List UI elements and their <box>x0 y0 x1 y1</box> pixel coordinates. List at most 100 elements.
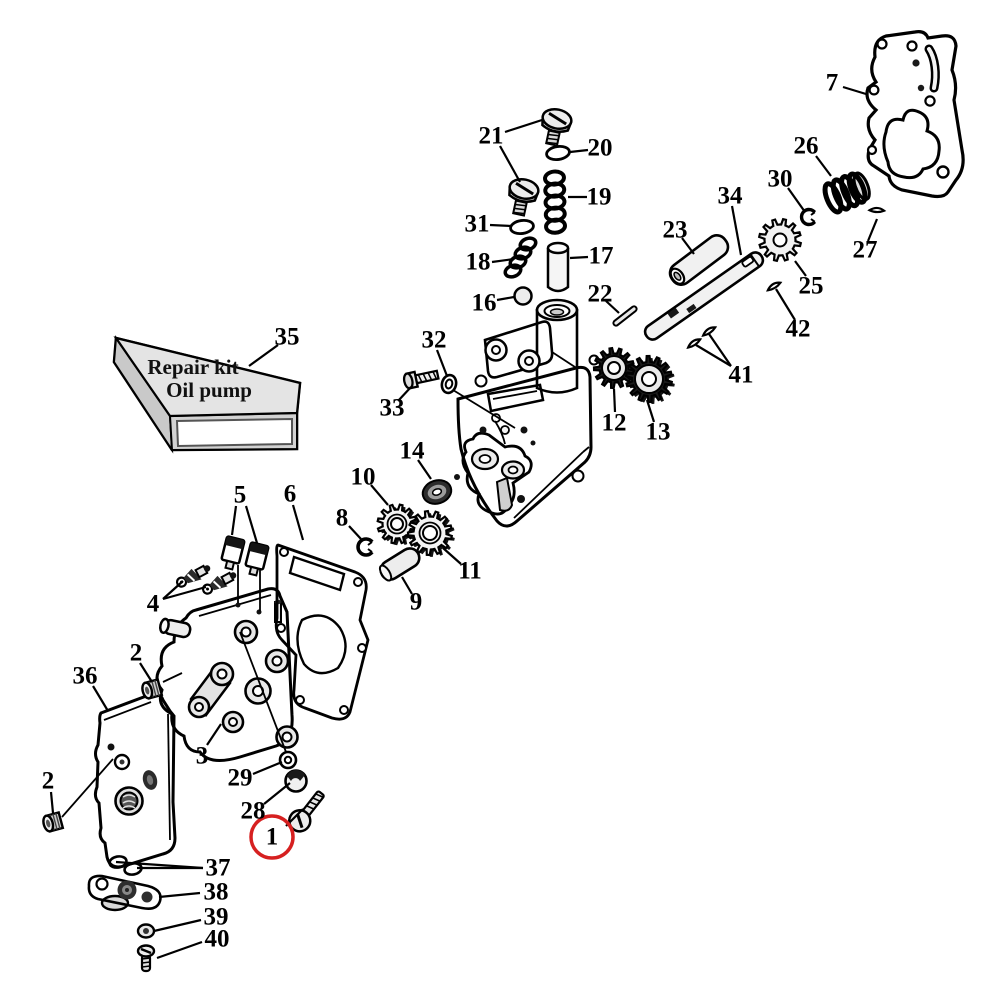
part-40-screw <box>136 944 156 973</box>
part-27-key <box>867 206 887 214</box>
part-label-14[interactable]: 14 <box>400 438 426 465</box>
part-19-spring <box>543 169 567 235</box>
leader-line-36 <box>92 685 109 712</box>
part-label-32[interactable]: 32 <box>422 327 447 354</box>
leader-line-32 <box>435 349 449 377</box>
leader-line-16 <box>496 295 515 302</box>
part-label-6[interactable]: 6 <box>284 481 297 508</box>
part-16-ball <box>513 286 533 306</box>
part-label-29[interactable]: 29 <box>228 765 253 792</box>
part-label-39[interactable]: 39 <box>204 904 229 931</box>
leader-line-38 <box>158 891 201 899</box>
part-label-25[interactable]: 25 <box>799 273 824 300</box>
part-label-19[interactable]: 19 <box>587 184 612 211</box>
leader-line-31 <box>489 223 512 228</box>
leader-line-41 <box>708 333 732 367</box>
part-label-36[interactable]: 36 <box>73 663 98 690</box>
leader-line-21 <box>504 118 543 134</box>
part-17-plunger <box>546 241 570 293</box>
part-label-23[interactable]: 23 <box>663 217 688 244</box>
leader-line-40 <box>156 940 203 960</box>
part-label-34[interactable]: 34 <box>718 183 744 210</box>
part-label-31[interactable]: 31 <box>465 211 490 238</box>
part-label-2[interactable]: 2 <box>130 640 143 667</box>
part-label-16[interactable]: 16 <box>472 290 497 317</box>
leader-line-21 <box>499 145 521 183</box>
part-label-41[interactable]: 41 <box>729 362 754 389</box>
part-label-8[interactable]: 8 <box>336 505 349 532</box>
part-label-33[interactable]: 33 <box>380 395 405 422</box>
part-13-gear <box>624 354 675 404</box>
leader-line-12 <box>612 388 617 413</box>
leader-line-17 <box>569 255 589 260</box>
part-label-35[interactable]: 35 <box>275 324 300 351</box>
part-7-gasket <box>865 30 965 199</box>
leader-line-9 <box>401 576 413 595</box>
part-label-26[interactable]: 26 <box>794 133 819 160</box>
leader-line-28 <box>263 782 291 805</box>
part-label-27[interactable]: 27 <box>853 237 878 264</box>
alignment-line <box>452 389 516 429</box>
leader-line-23 <box>681 237 695 255</box>
alignment-line <box>239 631 287 753</box>
leader-line-10 <box>370 484 389 506</box>
part-41-key-b <box>701 326 718 338</box>
part-9-pin <box>378 547 421 582</box>
part-label-11[interactable]: 11 <box>458 558 482 585</box>
part-label-40[interactable]: 40 <box>205 926 230 953</box>
part-label-4[interactable]: 4 <box>147 591 160 618</box>
part-label-18[interactable]: 18 <box>466 249 491 276</box>
part-6-gasket <box>274 543 370 721</box>
part-label-7[interactable]: 7 <box>826 70 839 97</box>
part-2-plug-lower <box>42 810 65 833</box>
leader-line-35 <box>248 344 279 367</box>
part-12-gear <box>592 346 636 390</box>
part-label-37[interactable]: 37 <box>206 855 231 882</box>
part-label-20[interactable]: 20 <box>588 135 613 162</box>
part-label-3[interactable]: 3 <box>196 743 209 770</box>
part-34-shaft <box>643 251 765 341</box>
leader-line-6 <box>291 504 305 541</box>
part-label-2[interactable]: 2 <box>42 768 55 795</box>
part-28-nut <box>284 769 308 793</box>
part-label-38[interactable]: 38 <box>204 879 229 906</box>
leader-line-14 <box>417 459 432 480</box>
leader-line-41 <box>695 344 732 367</box>
part-26-spring <box>822 171 871 215</box>
part-25-gear <box>757 217 803 263</box>
part-label-1-selected[interactable]: 1 <box>266 824 279 851</box>
part-30-retaining-ring <box>799 207 817 227</box>
leader-line-2 <box>49 791 55 814</box>
part-21-screw-a <box>541 107 573 147</box>
part-label-9[interactable]: 9 <box>410 589 423 616</box>
part-label-30[interactable]: 30 <box>768 166 793 193</box>
leader-lines <box>49 85 879 960</box>
part-label-5[interactable]: 5 <box>234 482 247 509</box>
leader-line-34 <box>730 205 743 256</box>
leader-line-8 <box>348 525 362 540</box>
part-20-oring <box>545 144 571 162</box>
part-label-42[interactable]: 42 <box>786 316 811 343</box>
part-label-13[interactable]: 13 <box>646 419 671 446</box>
part-42-key <box>766 281 783 292</box>
part-8-retaining-ring <box>356 537 374 557</box>
part-21-screw-b <box>508 177 540 217</box>
leader-line-20 <box>569 148 589 154</box>
leader-line-29 <box>252 760 283 776</box>
kit-box-line2: Oil pump <box>166 378 252 402</box>
part-label-10[interactable]: 10 <box>351 464 376 491</box>
part-label-21[interactable]: 21 <box>479 123 504 150</box>
part-label-28[interactable]: 28 <box>241 798 266 825</box>
part-label-22[interactable]: 22 <box>588 281 613 308</box>
leader-line-5 <box>230 505 238 536</box>
part-label-17[interactable]: 17 <box>589 243 614 270</box>
repair-kit-box: Repair kit Oil pump <box>112 335 302 454</box>
alignment-line <box>61 758 114 818</box>
leader-line-39 <box>153 918 202 933</box>
leader-line-7 <box>842 85 867 96</box>
part-label-12[interactable]: 12 <box>602 410 627 437</box>
part-14-seal <box>421 479 453 505</box>
part-39-nut <box>136 923 156 939</box>
kit-box-line1: Repair kit <box>147 355 238 379</box>
